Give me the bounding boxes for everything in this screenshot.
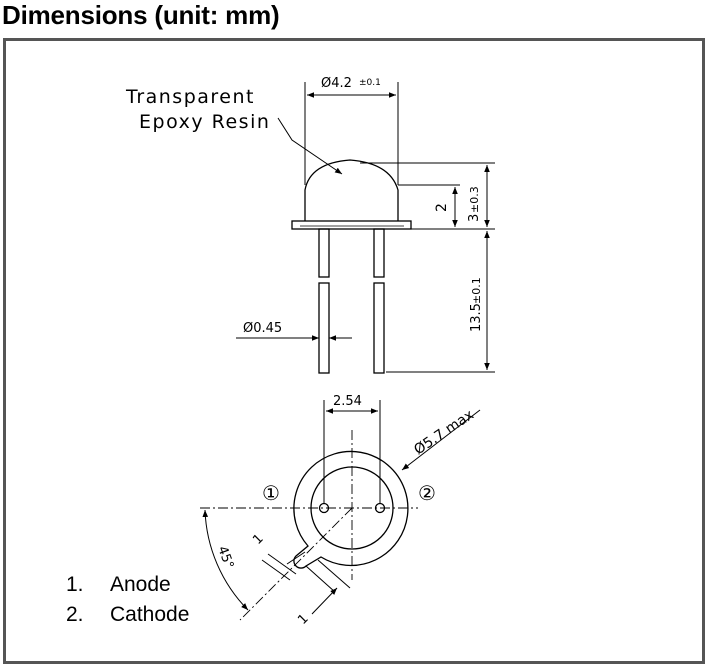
lead-right-lower <box>373 282 385 374</box>
flange-diameter-label: Ø5.7 max <box>411 407 477 458</box>
bottom-view <box>293 450 409 569</box>
pin-pitch-dimension <box>323 400 381 503</box>
page-title: Dimensions (unit: mm) <box>2 0 280 30</box>
side-view <box>291 159 412 374</box>
flange-outline-with-tab <box>293 450 409 569</box>
tab-width-dimensions <box>261 551 351 615</box>
lens-diameter-dimension <box>304 82 399 185</box>
tab-width-label-a: 1 <box>250 531 266 547</box>
dome-height-label: 2 <box>434 203 450 212</box>
tab-angle-label: 45° <box>214 544 236 571</box>
tab-width-label-b: 1 <box>295 611 311 627</box>
flange-diameter-leader <box>401 409 481 471</box>
centerlines <box>200 430 418 621</box>
flange <box>291 220 412 230</box>
tab-angle-dimension <box>202 509 249 611</box>
lead-length-label: 13.5 <box>469 303 484 332</box>
pin-legend-name: Anode <box>110 573 171 596</box>
lead-length-tolerance: ±0.1 <box>470 277 483 304</box>
lens-diameter-tolerance: ±0.1 <box>359 78 381 88</box>
material-label-line1: Transparent <box>125 86 255 108</box>
epoxy-dome <box>304 159 399 221</box>
total-height-label: 3 <box>467 214 482 222</box>
pin-1-marker: ① <box>262 481 280 505</box>
material-label-line2: Epoxy Resin <box>139 111 270 133</box>
height-dimensions <box>360 162 495 373</box>
lens-diameter-label: Ø4.2 <box>321 76 352 91</box>
pin-legend-number: 2. <box>66 603 84 626</box>
pin-2-marker: ② <box>418 481 436 505</box>
material-leader <box>277 117 343 175</box>
pin-pitch-label: 2.54 <box>333 394 362 409</box>
pin-legend-number: 1. <box>66 573 84 596</box>
lead-right-upper <box>373 228 385 278</box>
pin-legend-item: 2. Cathode <box>66 603 189 627</box>
lead-diameter-label: Ø0.45 <box>243 321 282 336</box>
lead-left-lower <box>318 282 330 374</box>
pin-legend-item: 1. Anode <box>66 573 171 597</box>
drawing-frame <box>3 38 705 664</box>
total-height-tolerance: ±0.3 <box>468 186 481 213</box>
lead-left-upper <box>318 228 330 278</box>
pin-legend-name: Cathode <box>110 603 190 626</box>
